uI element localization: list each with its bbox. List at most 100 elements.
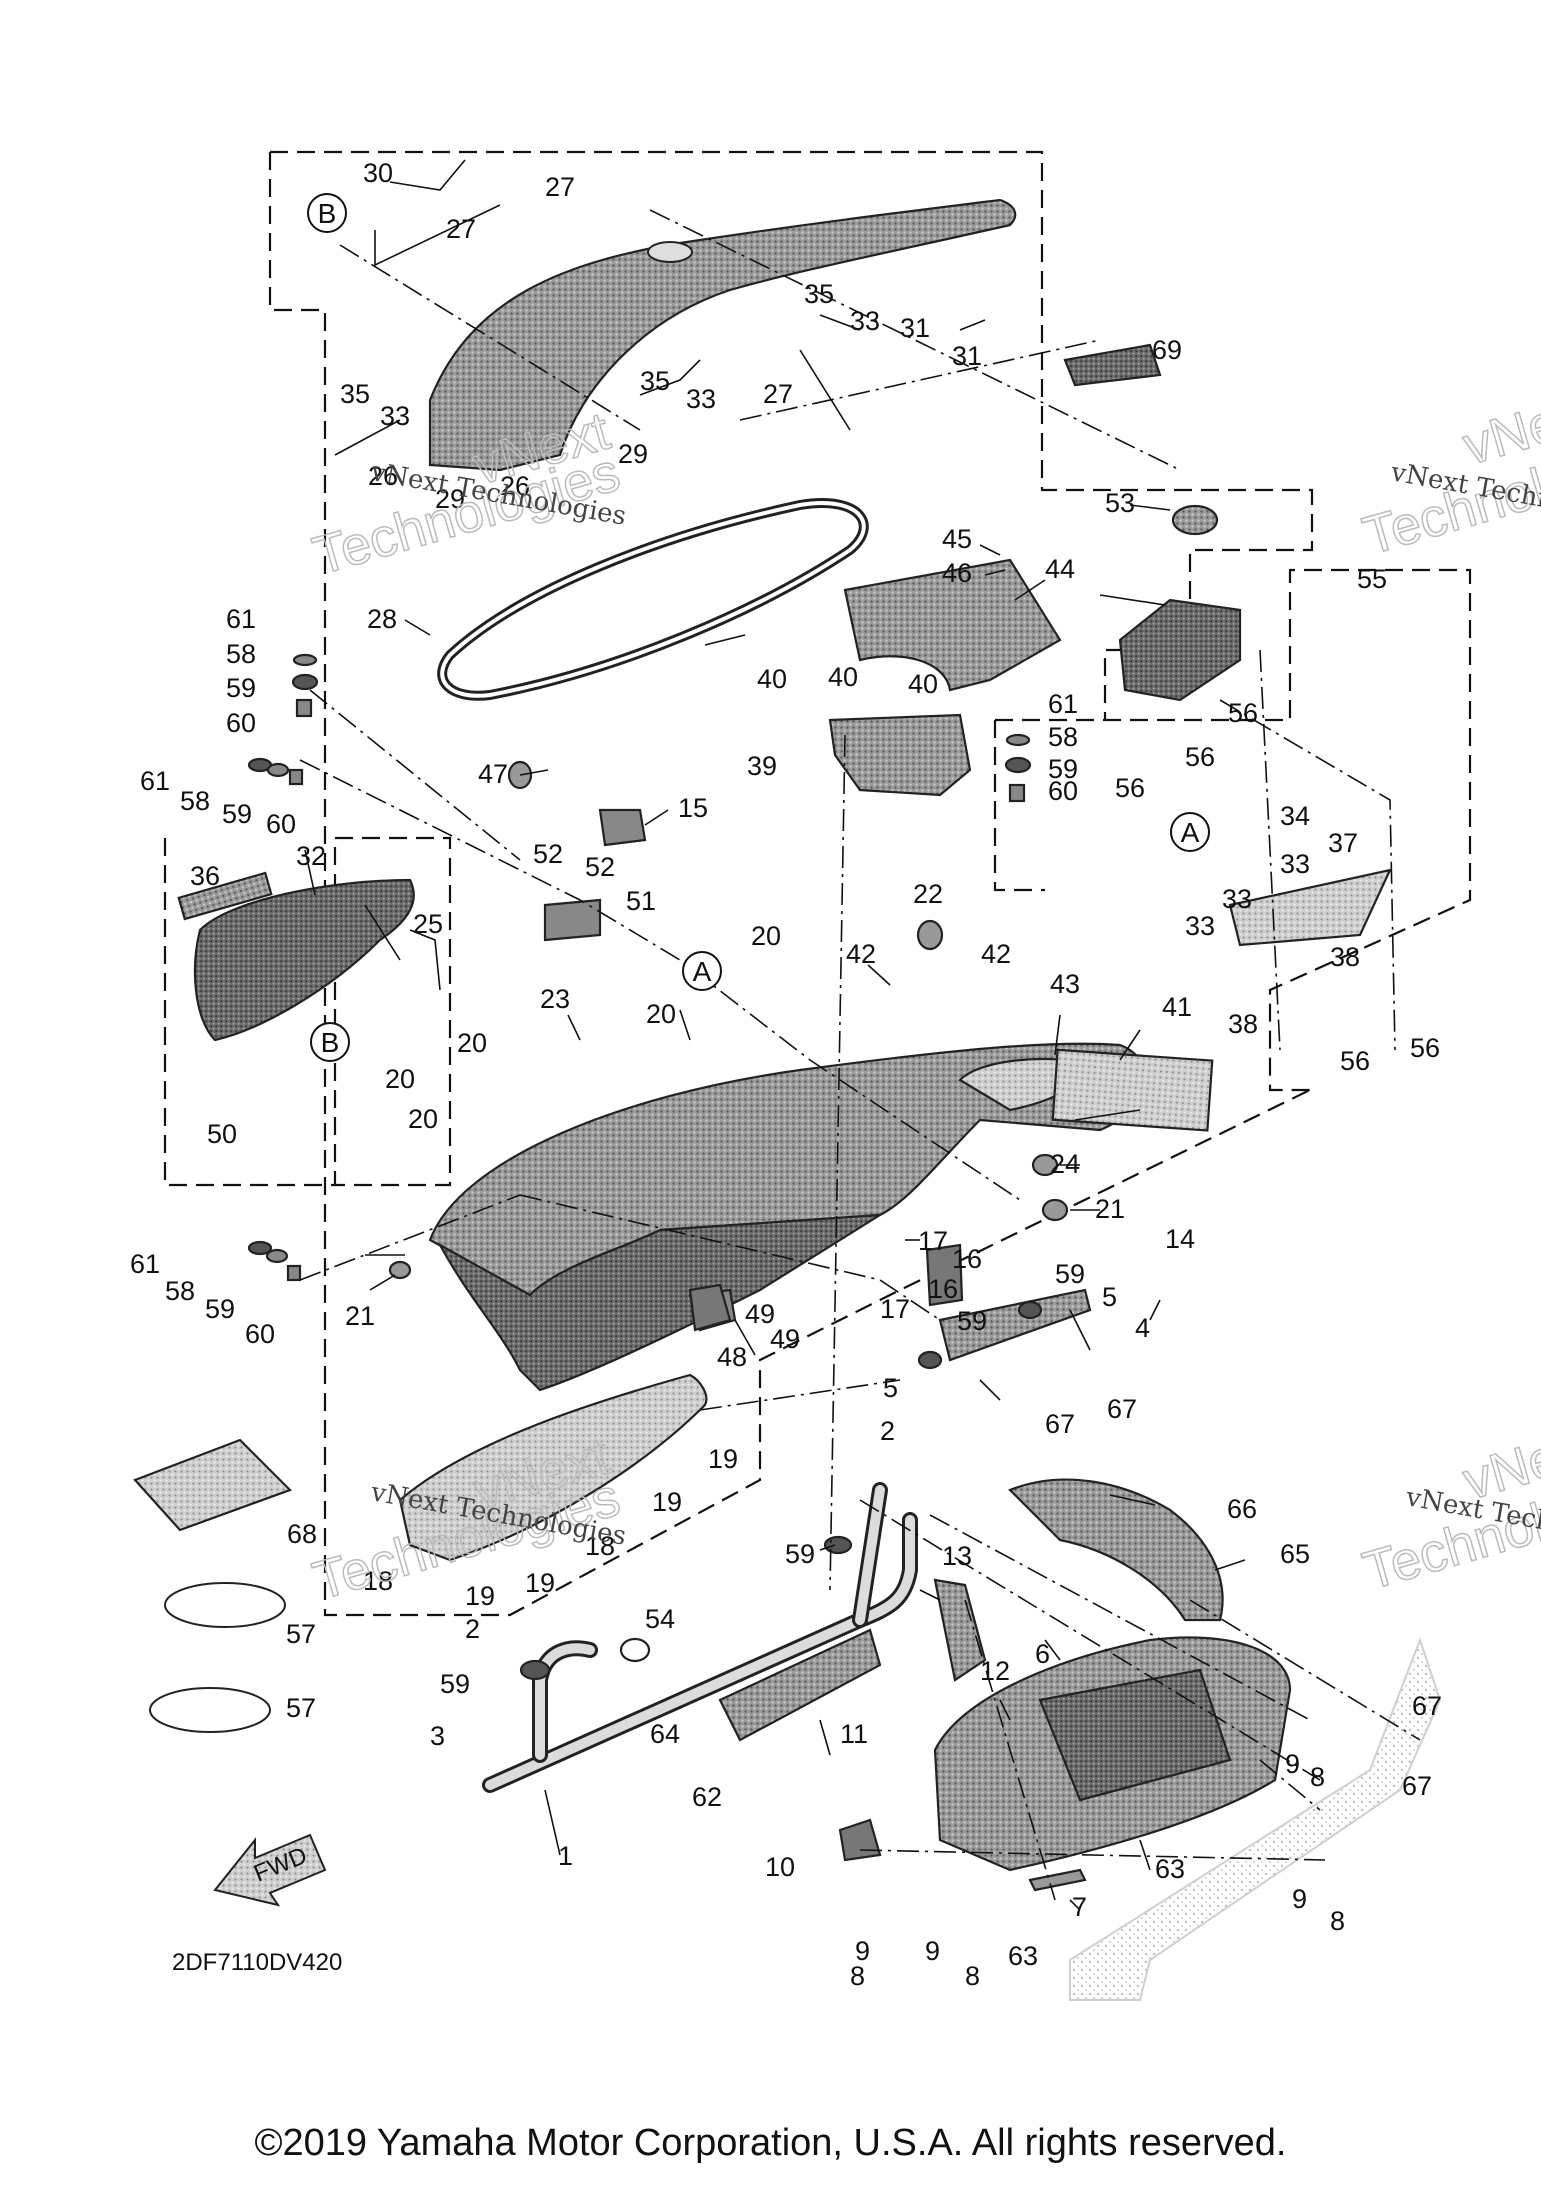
callout-label: 21 bbox=[1095, 1194, 1125, 1224]
callout-label: 60 bbox=[266, 809, 296, 839]
callout-label: 61 bbox=[1048, 689, 1078, 719]
callout-label: 17 bbox=[880, 1294, 910, 1324]
callout-label: 60 bbox=[245, 1319, 275, 1349]
callout-label: 27 bbox=[446, 214, 476, 244]
callout-label: 63 bbox=[1155, 1854, 1185, 1884]
callout-label: 67 bbox=[1412, 1691, 1442, 1721]
callout-label: 32 bbox=[296, 841, 326, 871]
callout-label: 57 bbox=[286, 1619, 316, 1649]
callout-label: 3 bbox=[430, 1721, 445, 1751]
callout-label: 14 bbox=[1165, 1224, 1195, 1254]
callout-label: 22 bbox=[913, 879, 943, 909]
callout-label: 5 bbox=[1102, 1282, 1117, 1312]
callout-label: 33 bbox=[850, 306, 880, 336]
callout-label: 63 bbox=[1008, 1941, 1038, 1971]
ref-letter-b: B bbox=[318, 198, 337, 229]
callout-label: 27 bbox=[545, 172, 575, 202]
callout-label: 34 bbox=[1280, 801, 1310, 831]
callout-label: 11 bbox=[840, 1719, 868, 1749]
leader-lines bbox=[304, 159, 1246, 1911]
callout-label: 19 bbox=[708, 1444, 738, 1474]
callout-label: 59 bbox=[440, 1669, 470, 1699]
callout-label: 42 bbox=[846, 939, 876, 969]
callout-label: 12 bbox=[980, 1656, 1010, 1686]
callout-label: 33 bbox=[1222, 884, 1252, 914]
callout-label: 10 bbox=[765, 1852, 795, 1882]
callout-label: 45 bbox=[942, 524, 972, 554]
callout-label: 40 bbox=[828, 662, 858, 692]
callout-label: 8 bbox=[1330, 1906, 1345, 1936]
callout-label: 9 bbox=[1292, 1884, 1307, 1914]
callout-label: 52 bbox=[585, 852, 615, 882]
callout-label: 67 bbox=[1402, 1771, 1432, 1801]
callout-label: 20 bbox=[646, 999, 676, 1029]
ref-letter-a: A bbox=[693, 956, 712, 987]
callout-label: 30 bbox=[363, 158, 393, 188]
callout-label: 43 bbox=[1050, 969, 1080, 999]
callout-label: 69 bbox=[1152, 335, 1182, 365]
lower-panel bbox=[398, 1373, 708, 1562]
callout-label: 59 bbox=[957, 1306, 987, 1336]
callout-label: 4 bbox=[1135, 1313, 1150, 1343]
callout-label: 2 bbox=[465, 1614, 480, 1644]
callout-label: 59 bbox=[226, 673, 256, 703]
callout-label: 20 bbox=[385, 1064, 415, 1094]
callout-label: 58 bbox=[180, 786, 210, 816]
reflector-strip bbox=[177, 871, 273, 921]
callout-label: 61 bbox=[140, 766, 170, 796]
ghost-frame bbox=[1069, 1637, 1442, 2001]
callout-label: 58 bbox=[165, 1276, 195, 1306]
callout-label: 28 bbox=[367, 604, 397, 634]
callout-label: 9 bbox=[925, 1936, 940, 1966]
callout-label: 9 bbox=[1285, 1749, 1300, 1779]
cable-panel bbox=[718, 1628, 882, 1742]
assembly-lines bbox=[299, 209, 1421, 1901]
callout-label: 38 bbox=[1228, 1009, 1258, 1039]
callout-label: 56 bbox=[1115, 773, 1145, 803]
callout-label: 35 bbox=[340, 379, 370, 409]
handle-cover bbox=[843, 558, 1062, 692]
callout-label: 33 bbox=[380, 401, 410, 431]
callout-label: 65 bbox=[1280, 1539, 1310, 1569]
callout-label: 66 bbox=[1227, 1494, 1257, 1524]
callout-label: 59 bbox=[1048, 754, 1078, 784]
callout-label: 55 bbox=[1357, 564, 1387, 594]
callout-label: 48 bbox=[717, 1342, 747, 1372]
callout-label: 19 bbox=[525, 1568, 555, 1598]
diagram-code: 2DF7110DV420 bbox=[172, 1949, 342, 1976]
callout-label: 54 bbox=[645, 1604, 675, 1634]
callout-label: 6 bbox=[1035, 1639, 1050, 1669]
callout-label: 40 bbox=[908, 669, 938, 699]
callout-label: 56 bbox=[1410, 1033, 1440, 1063]
seal-gasket bbox=[437, 498, 869, 701]
callout-label: 60 bbox=[1048, 776, 1078, 806]
callout-label: 31 bbox=[900, 313, 930, 343]
callout-label: 8 bbox=[1310, 1762, 1325, 1792]
fwd-arrow: FWD bbox=[213, 1833, 327, 1907]
callout-label: 19 bbox=[465, 1581, 495, 1611]
callout-label: 62 bbox=[692, 1782, 722, 1812]
callout-label: 59 bbox=[205, 1294, 235, 1324]
callout-label: 1 bbox=[558, 1841, 573, 1871]
callout-label: 59 bbox=[222, 799, 252, 829]
callout-label: 58 bbox=[226, 639, 256, 669]
callout-label: 64 bbox=[650, 1719, 680, 1749]
tubular-frame bbox=[482, 1482, 918, 1793]
watermarks: vNext Technologies vNext Technologies vN… bbox=[306, 380, 1541, 1612]
callout-label: 35 bbox=[804, 279, 834, 309]
callout-label: 59 bbox=[785, 1539, 815, 1569]
callout-label: 7 bbox=[1072, 1892, 1087, 1922]
callout-label: 39 bbox=[747, 751, 777, 781]
callout-label: 67 bbox=[1107, 1394, 1137, 1424]
callout-label: 44 bbox=[1045, 554, 1075, 584]
callout-label: 46 bbox=[942, 558, 972, 588]
callout-label: 52 bbox=[533, 839, 563, 869]
console-tray bbox=[828, 713, 972, 797]
callout-label: 57 bbox=[286, 1693, 316, 1723]
seat-top-cover bbox=[428, 198, 1017, 472]
callout-label: 20 bbox=[751, 921, 781, 951]
callout-label: 2 bbox=[880, 1416, 895, 1446]
tail-lamp-housing bbox=[193, 878, 415, 1042]
callout-label: 56 bbox=[1185, 742, 1215, 772]
